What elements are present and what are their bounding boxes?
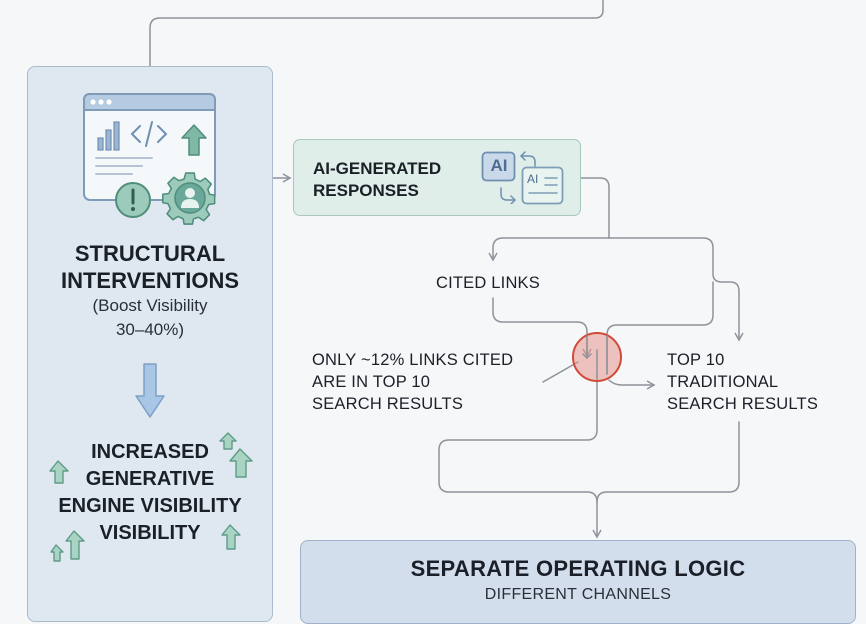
alert-icon xyxy=(115,182,151,218)
structural-title-line2: INTERVENTIONS xyxy=(60,268,240,293)
separate-title: SEPARATE OPERATING LOGIC xyxy=(410,556,746,581)
to-cited-links-arrow xyxy=(488,237,610,262)
ai-responses-line2: RESPONSES xyxy=(313,181,419,200)
top10-line2: TRADITIONAL xyxy=(667,373,779,391)
ai-document-icon xyxy=(521,166,564,205)
top10-down-line xyxy=(596,421,740,503)
bar-chart-icon xyxy=(97,121,120,151)
only-cited-line2: ARE IN TOP 10 xyxy=(312,373,431,391)
top10-line3: SEARCH RESULTS xyxy=(667,395,819,413)
increased-line1: INCREASED xyxy=(91,441,209,463)
top10-line1: TOP 10 xyxy=(667,351,725,369)
intersection-marker-icon xyxy=(572,332,622,382)
ai-document-label: AI xyxy=(527,172,539,186)
top-feed-line xyxy=(149,0,604,67)
separate-subtitle: DIFFERENT CHANNELS xyxy=(484,586,672,603)
swap-arrows-icon xyxy=(500,151,536,204)
to-top10-arrow xyxy=(608,237,744,342)
structural-sub-line2: 30–40%) xyxy=(115,320,185,339)
ai-chip-label: AI xyxy=(490,156,508,175)
increased-line4: VISIBILITY xyxy=(99,522,201,544)
only-cited-line1: ONLY ~12% LINKS CITED xyxy=(312,351,514,369)
ai-responses-line1: AI-GENERATED xyxy=(313,159,442,178)
down-arrow-icon xyxy=(135,363,165,418)
up-arrow-icon xyxy=(181,124,207,156)
small-up-arrows-icon xyxy=(49,432,253,562)
gear-user-icon xyxy=(162,172,216,225)
cited-links-label: CITED LINKS xyxy=(436,274,540,292)
separate-operating-logic-box xyxy=(300,540,856,624)
structural-sub-line1: (Boost Visibility xyxy=(92,296,208,315)
ai-down-line xyxy=(580,177,610,239)
ai-chip-icon xyxy=(481,151,516,182)
only-cited-line3: SEARCH RESULTS xyxy=(312,395,464,413)
increased-line3: ENGINE VISIBILITY xyxy=(58,495,242,517)
increased-line2: GENERATIVE xyxy=(85,468,215,490)
structural-title-line1: STRUCTURAL xyxy=(74,241,226,266)
code-brackets-icon xyxy=(130,121,168,147)
